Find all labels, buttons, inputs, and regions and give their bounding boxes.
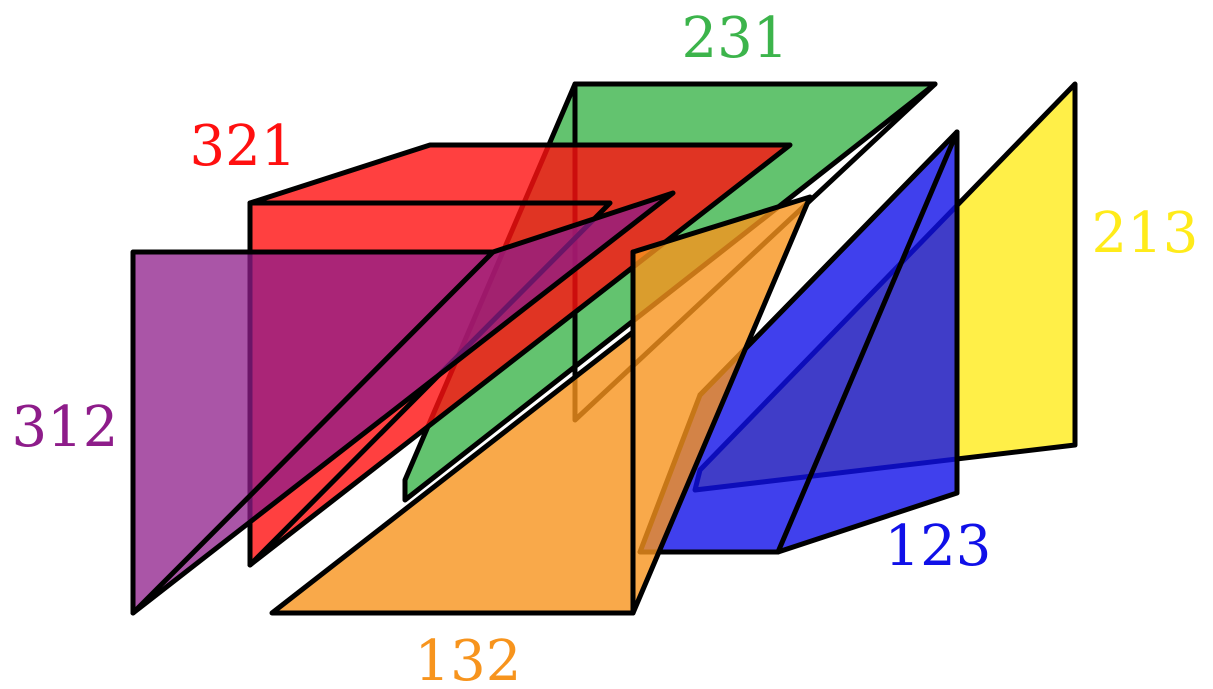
label-231: 231 xyxy=(682,6,789,71)
piece-312-edge xyxy=(130,249,496,616)
piece-312 xyxy=(130,190,676,616)
piece-132 xyxy=(269,194,813,616)
label-123: 123 xyxy=(885,514,992,579)
piece-123-edge-a xyxy=(775,129,960,555)
label-213: 213 xyxy=(1092,201,1199,266)
label-312: 312 xyxy=(12,395,119,460)
piece-312-face xyxy=(130,190,676,616)
label-321: 321 xyxy=(190,114,297,179)
label-132: 132 xyxy=(415,629,522,689)
piece-321-edge xyxy=(247,200,613,568)
